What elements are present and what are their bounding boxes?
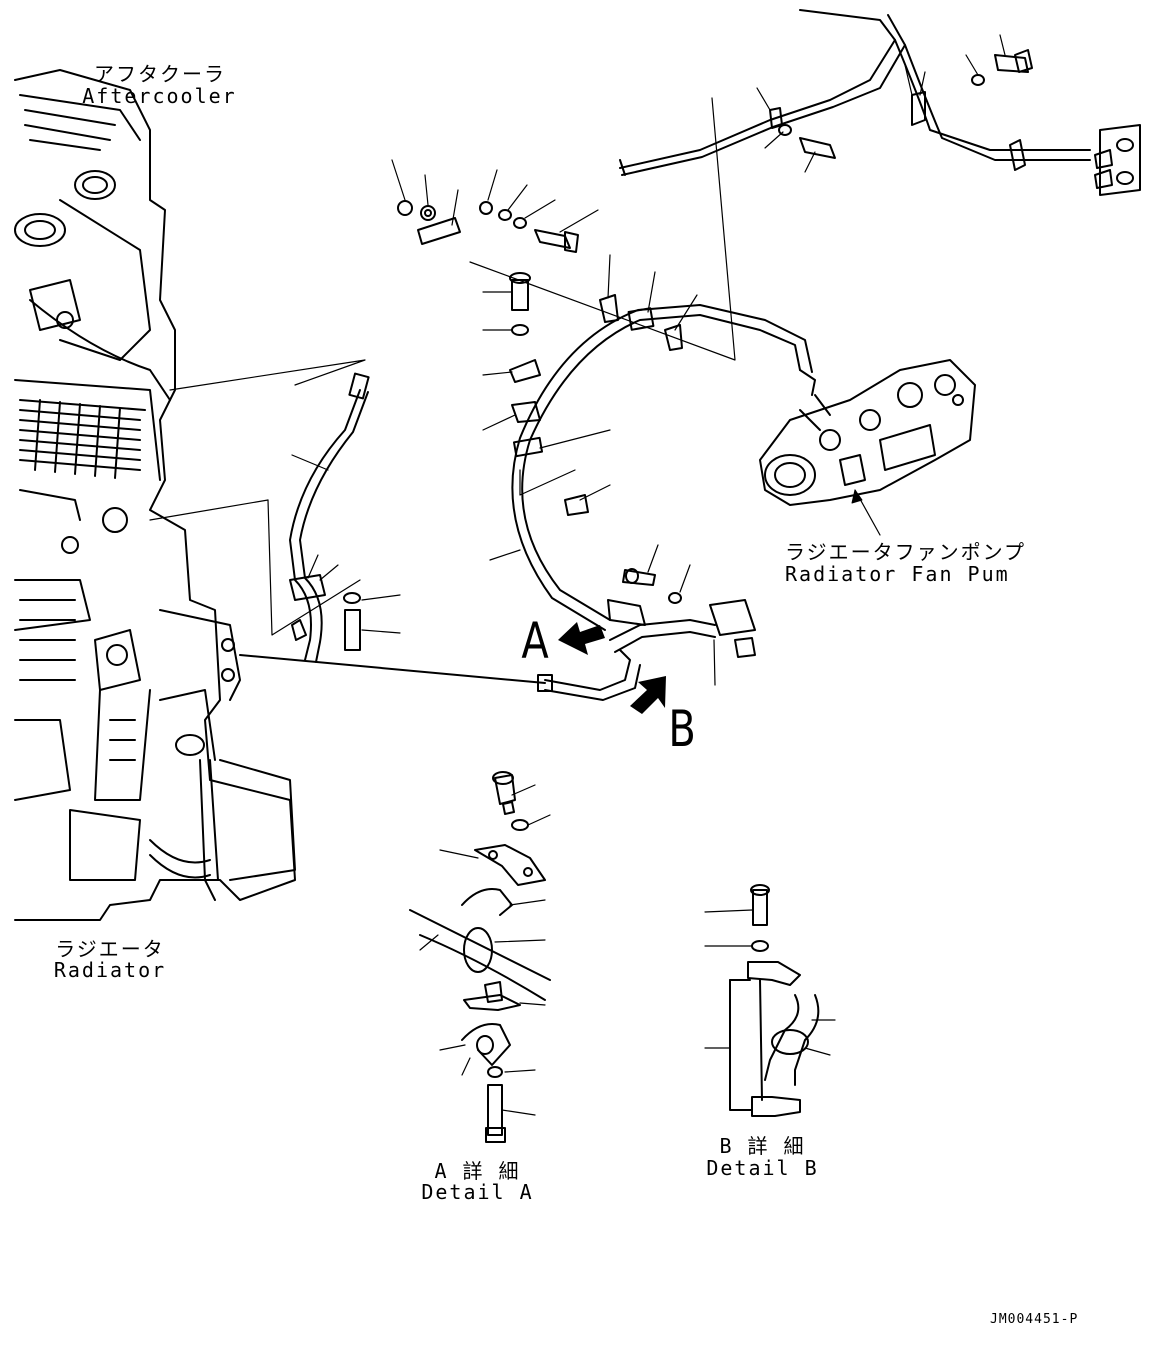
aftercooler-label-jp: アフタクーラ [94,62,226,86]
radiator-label-jp: ラジエータ [55,937,165,961]
detail-b-title-en: Detail B [706,1156,819,1180]
detail-a-leaders [419,784,551,1116]
hose-lines [239,9,1141,701]
radiator-assembly [14,69,296,921]
view-a-marker: A [521,612,549,670]
fan-pump-label-jp: ラジエータファンポンプ [785,540,1026,564]
radiator-label-en: Radiator [53,958,167,982]
leader-lines [149,34,1006,686]
detail-a-title-jp: A 詳 細 [434,1159,521,1183]
hardware [343,49,1033,658]
view-b-marker: B [668,700,696,758]
detail-b-title-jp: B 詳 細 [719,1134,806,1158]
detail-a-title-en: Detail A [421,1180,534,1204]
radiator-fan-pump [759,359,976,506]
aftercooler-label-en: Aftercooler [82,84,237,108]
fan-pump-label-en: Radiator Fan Pump [785,562,1010,586]
view-arrows [558,622,666,714]
detail-b-drawing [729,884,820,1117]
drawing-code: JM004451-P [990,1312,1079,1327]
detail-a-drawing [409,771,551,1143]
detail-b-leaders [704,909,836,1056]
